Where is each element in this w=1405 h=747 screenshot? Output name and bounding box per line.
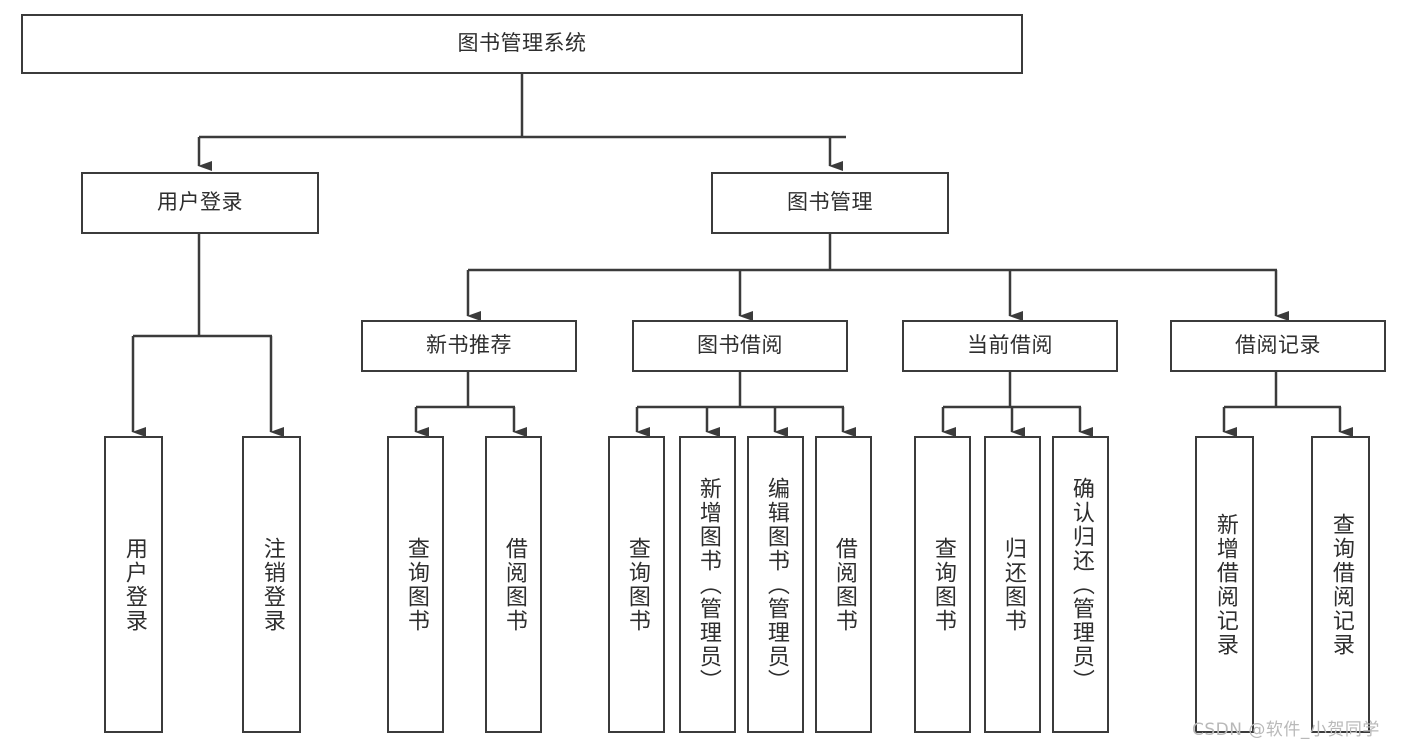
- node-label: 新增图书（管理员）: [695, 476, 721, 693]
- node-label: 确认归还（管理员）: [1068, 476, 1094, 693]
- node-borrow-book-1[interactable]: 借阅图书: [485, 436, 542, 733]
- node-logout-leaf[interactable]: 注销登录: [242, 436, 301, 733]
- node-label: 查询图书: [403, 536, 429, 633]
- node-borrow-book-2[interactable]: 借阅图书: [815, 436, 872, 733]
- node-label: 查询图书: [624, 536, 650, 633]
- node-label: 新增借阅记录: [1212, 512, 1238, 657]
- node-label: 编辑图书（管理员）: [763, 476, 789, 693]
- node-label: 当前借阅: [967, 333, 1053, 358]
- node-new-book-recommend[interactable]: 新书推荐: [361, 320, 577, 372]
- node-book-management-system[interactable]: 图书管理系统: [21, 14, 1023, 74]
- node-label: 图书管理: [787, 190, 873, 215]
- node-label: 图书管理系统: [457, 31, 587, 56]
- node-query-book-1[interactable]: 查询图书: [387, 436, 444, 733]
- node-label: 用户登录: [121, 536, 147, 633]
- node-label: 注销登录: [259, 536, 285, 633]
- node-label: 归还图书: [1000, 536, 1026, 633]
- node-add-book-admin[interactable]: 新增图书（管理员）: [679, 436, 736, 733]
- node-query-borrow-record[interactable]: 查询借阅记录: [1311, 436, 1370, 733]
- node-label: 图书借阅: [697, 333, 783, 358]
- node-user-login[interactable]: 用户登录: [81, 172, 319, 234]
- node-label: 查询借阅记录: [1328, 512, 1354, 657]
- node-label: 查询图书: [930, 536, 956, 633]
- node-query-book-3[interactable]: 查询图书: [914, 436, 971, 733]
- node-add-borrow-record[interactable]: 新增借阅记录: [1195, 436, 1254, 733]
- watermark: CSDN @软件_小贺同学: [1192, 720, 1380, 740]
- node-current-borrow[interactable]: 当前借阅: [902, 320, 1118, 372]
- node-label: 借阅图书: [501, 536, 527, 633]
- node-return-book[interactable]: 归还图书: [984, 436, 1041, 733]
- node-book-borrow[interactable]: 图书借阅: [632, 320, 848, 372]
- node-borrow-record[interactable]: 借阅记录: [1170, 320, 1386, 372]
- node-user-login-leaf[interactable]: 用户登录: [104, 436, 163, 733]
- node-confirm-return-admin[interactable]: 确认归还（管理员）: [1052, 436, 1109, 733]
- node-edit-book-admin[interactable]: 编辑图书（管理员）: [747, 436, 804, 733]
- node-label: 借阅记录: [1235, 333, 1321, 358]
- node-label: 用户登录: [157, 190, 243, 215]
- node-label: 借阅图书: [831, 536, 857, 633]
- node-query-book-2[interactable]: 查询图书: [608, 436, 665, 733]
- node-book-management[interactable]: 图书管理: [711, 172, 949, 234]
- node-label: 新书推荐: [426, 333, 512, 358]
